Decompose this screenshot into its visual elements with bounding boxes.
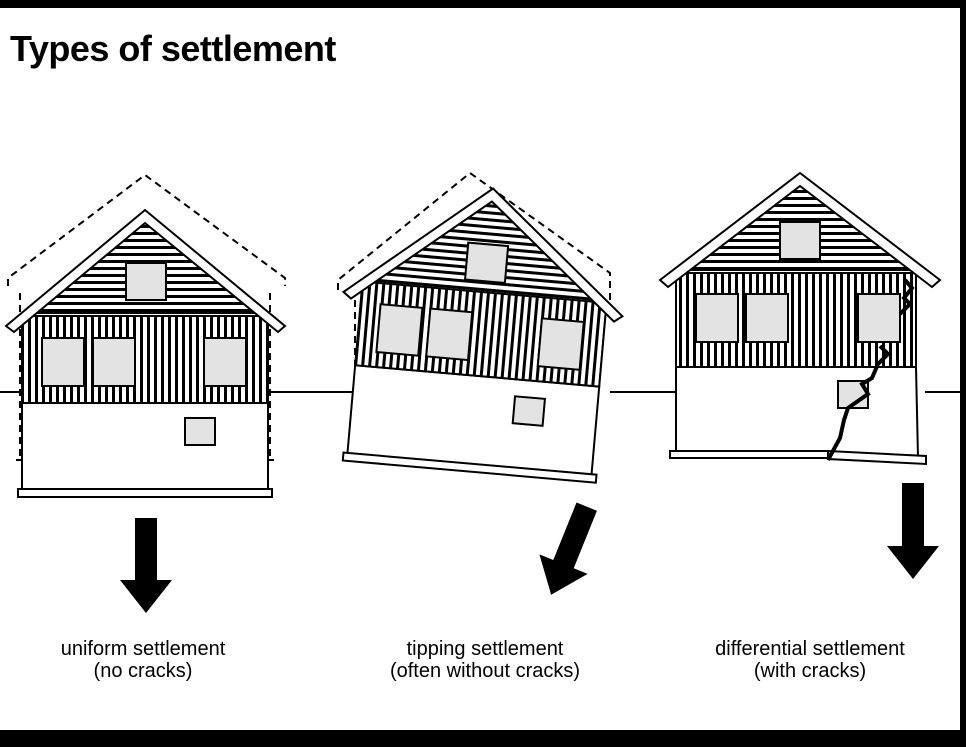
original-position-outline: [7, 173, 286, 286]
caption-uniform: uniform settlement (no cracks): [0, 638, 293, 682]
window: [745, 293, 789, 343]
caption-title: differential settlement: [715, 638, 905, 660]
caption-note: (no cracks): [93, 660, 193, 682]
caption-differential: differential settlement (with cracks): [660, 638, 960, 682]
down-arrow-icon: [887, 483, 939, 579]
window: [92, 337, 136, 387]
window: [463, 241, 510, 285]
crack-line: [898, 278, 915, 316]
window: [779, 221, 821, 260]
settlement-illustration: [0, 171, 960, 613]
window: [536, 317, 585, 371]
diagonal-down-arrow-icon: [539, 502, 597, 595]
down-arrow-icon: [120, 518, 172, 613]
window: [125, 262, 167, 301]
window: [511, 395, 547, 427]
window: [203, 337, 247, 387]
original-position-outline: [337, 171, 611, 308]
window: [184, 417, 216, 446]
caption-title: uniform settlement: [60, 638, 226, 660]
house-differential: [658, 171, 942, 466]
caption-tipping: tipping settlement (often without cracks…: [335, 638, 635, 682]
window: [41, 337, 85, 387]
window: [695, 293, 739, 343]
window: [375, 303, 424, 357]
house-tipping: [337, 171, 625, 484]
caption-title: tipping settlement: [406, 638, 564, 660]
caption-note: (often without cracks): [389, 660, 581, 682]
diagram-panel: Types of settlement: [0, 8, 960, 730]
house-uniform: [4, 173, 287, 498]
crack-line: [826, 344, 891, 461]
window: [425, 307, 474, 362]
page-title: Types of settlement: [10, 28, 336, 69]
caption-note: (with cracks): [753, 660, 867, 682]
window: [857, 293, 901, 343]
